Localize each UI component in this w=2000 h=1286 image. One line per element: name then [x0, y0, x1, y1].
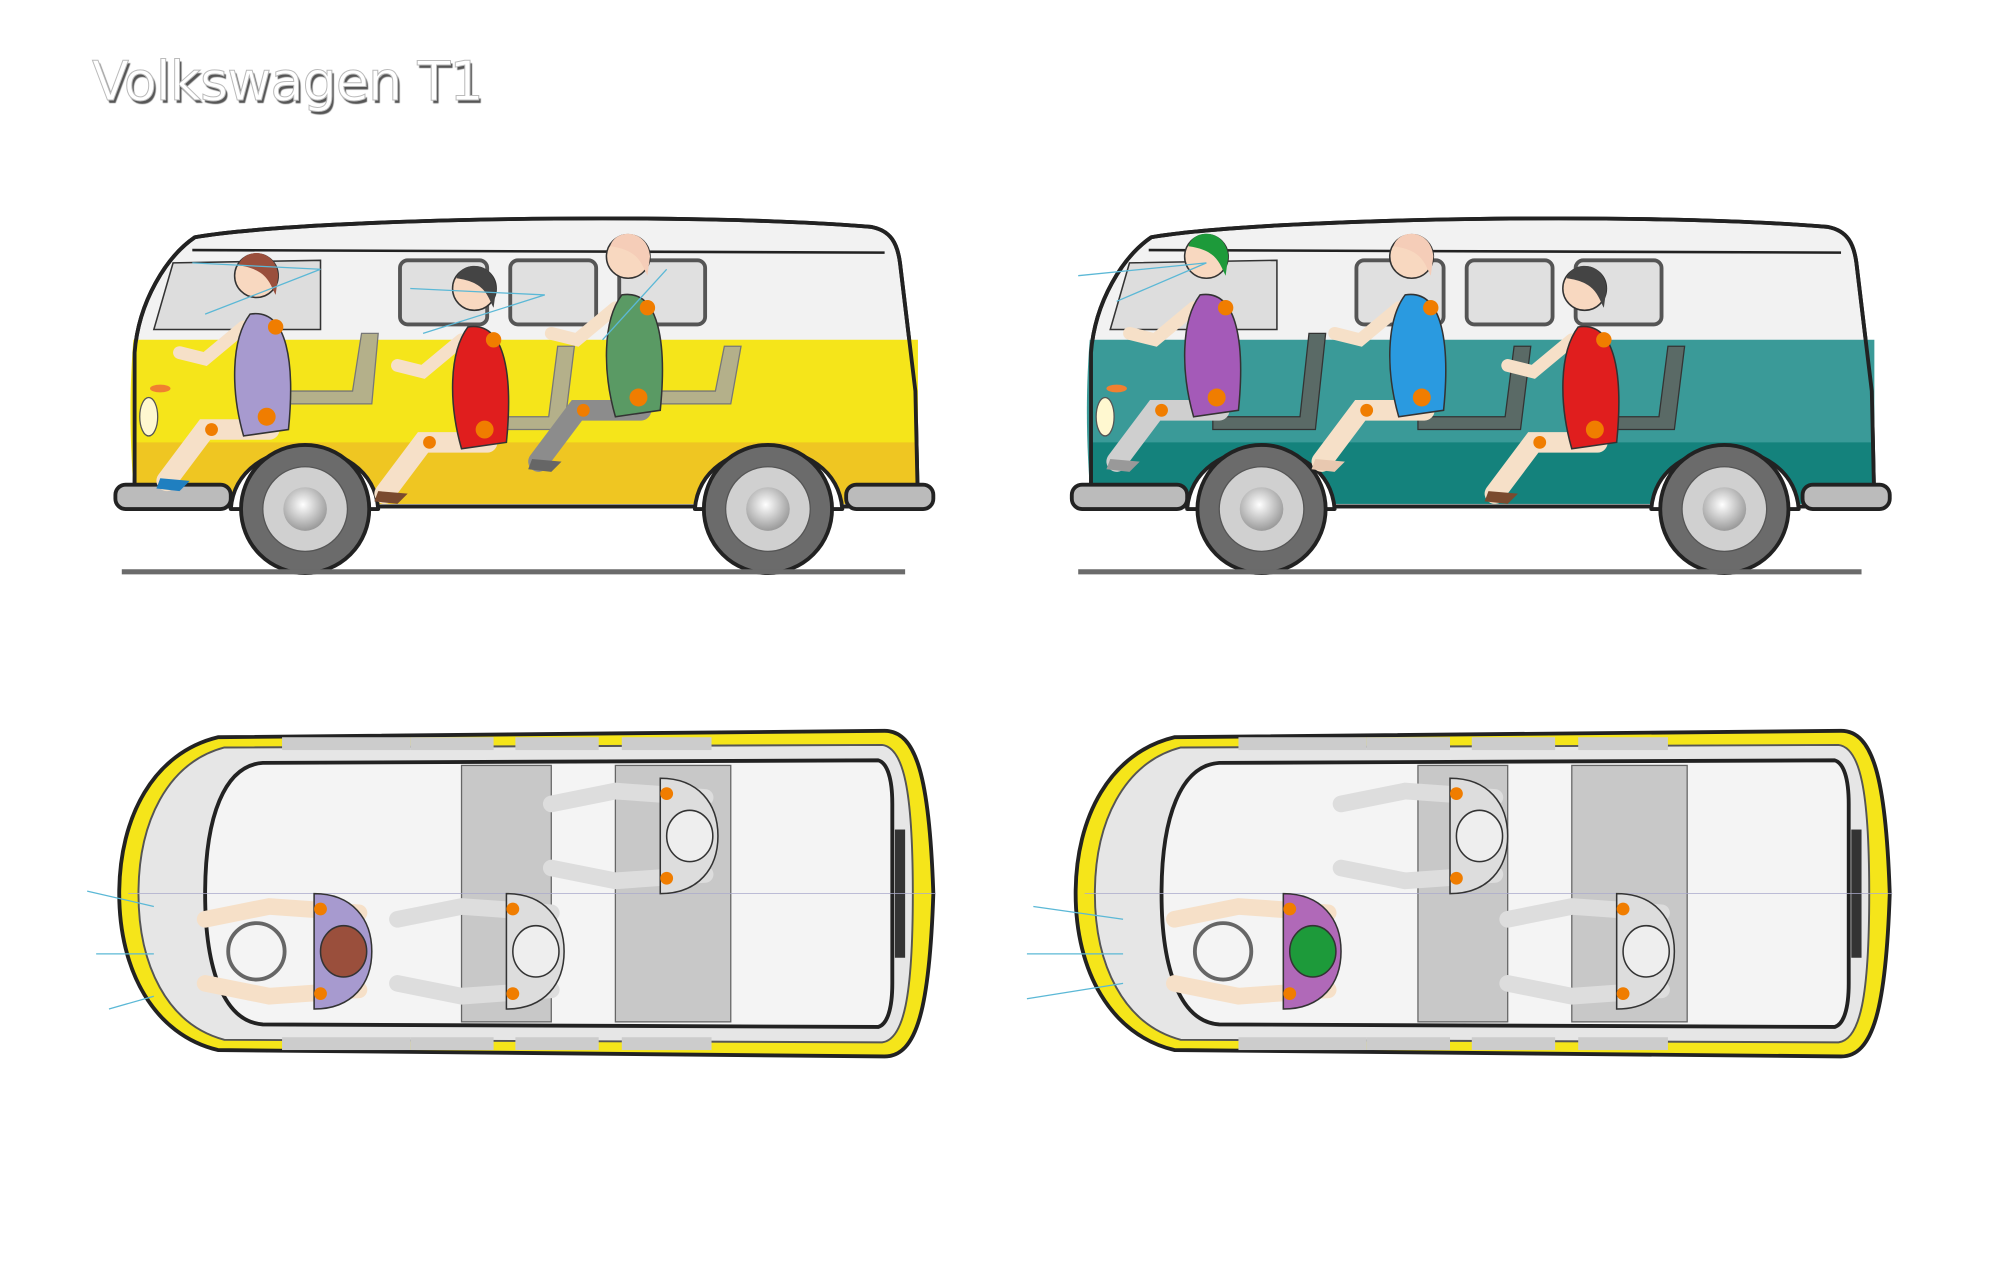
- top-view-yellow: [87, 728, 938, 1059]
- bus-body-top: [1073, 728, 1895, 1059]
- side-view-teal: [1072, 218, 1890, 573]
- top-view-teal: [1026, 728, 1895, 1059]
- steering-wheel: [226, 921, 287, 982]
- steering-wheel: [1192, 921, 1254, 982]
- page-title: Volkswagen T1: [92, 50, 485, 114]
- side-view-yellow: [115, 218, 933, 573]
- bus-body-top: [117, 728, 938, 1059]
